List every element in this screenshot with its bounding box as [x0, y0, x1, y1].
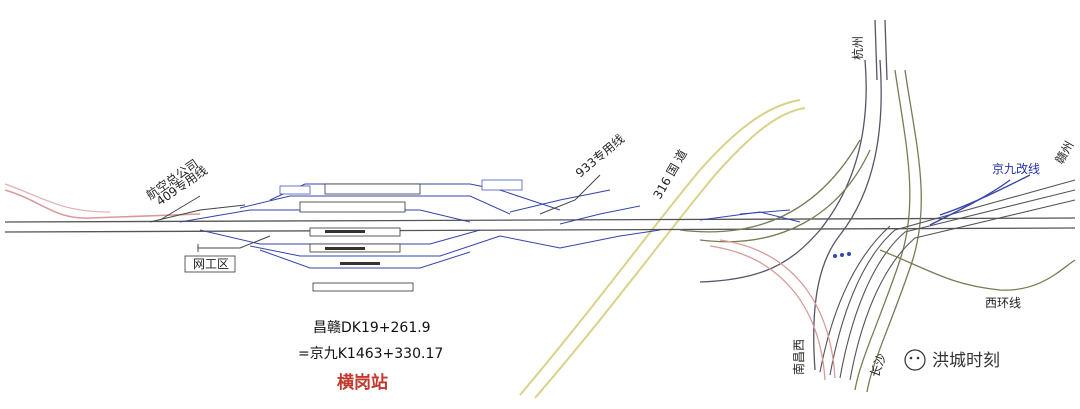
nanchangxi-red-curve — [709, 239, 836, 381]
red-entry-track — [4, 189, 201, 219]
label-xihuan: 西环线 — [985, 296, 1021, 310]
changsha-bundle — [819, 179, 1076, 381]
depot-branch — [197, 235, 271, 252]
label-changsha: 长沙 — [868, 352, 889, 379]
siding-933 — [539, 174, 601, 215]
wechat-icon — [904, 349, 926, 371]
right-dots — [833, 252, 851, 258]
siding-409 — [149, 195, 246, 223]
label-mileage-2: =京九K1463+330.17 — [298, 346, 443, 362]
national-road-316 — [519, 99, 806, 399]
platforms — [299, 183, 421, 292]
label-ganzhou: 赣州 — [1052, 139, 1076, 167]
platform-markers — [325, 230, 380, 265]
label-road-316: 316 国 道 — [650, 147, 689, 201]
svg-text:洪城时刻: 洪城时刻 — [932, 351, 1000, 371]
west-ring-line — [879, 249, 1076, 291]
label-mileage-1: 昌赣DK19+261.9 — [313, 320, 431, 336]
label-station-name: 横岗站 — [337, 372, 388, 393]
label-siding-933: 933专用线 — [572, 131, 627, 180]
label-hangzhou: 杭州 — [850, 36, 865, 60]
right-switches — [699, 209, 801, 223]
small-label-boxes — [279, 179, 523, 195]
label-nanchangxi: 南昌西 — [791, 339, 806, 375]
hangzhou-line — [699, 19, 888, 371]
red-entry-track-2 — [4, 183, 111, 213]
depot-label-box — [184, 255, 236, 273]
watermark: 洪城时刻 — [904, 349, 1000, 371]
label-jingjiu-gai: 京九改线 — [992, 162, 1040, 176]
label-gongwuqu: 网工区 — [193, 257, 229, 271]
jingjiu-realignment — [929, 174, 1031, 226]
station-yard-tracks — [179, 183, 661, 269]
